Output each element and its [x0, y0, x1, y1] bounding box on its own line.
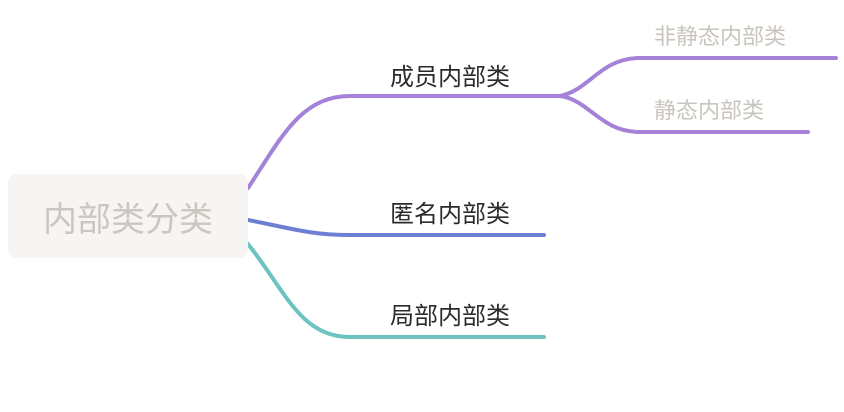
branch-node-member-inner-class[interactable]: 成员内部类 — [390, 63, 510, 91]
connector-non-static — [558, 56, 838, 98]
connector-static — [558, 94, 810, 134]
branch-node-anonymous-inner-class[interactable]: 匿名内部类 — [390, 200, 510, 228]
connector-member — [246, 94, 562, 190]
branch-node-local-inner-class[interactable]: 局部内部类 — [390, 302, 510, 330]
connector-anonymous — [246, 218, 546, 237]
connector-local — [246, 242, 546, 339]
leaf-node-non-static-inner-class[interactable]: 非静态内部类 — [654, 25, 787, 50]
leaf-node-static-inner-class[interactable]: 静态内部类 — [654, 99, 765, 124]
root-node[interactable]: 内部类分类 — [8, 174, 248, 258]
root-node-label: 内部类分类 — [43, 199, 213, 240]
